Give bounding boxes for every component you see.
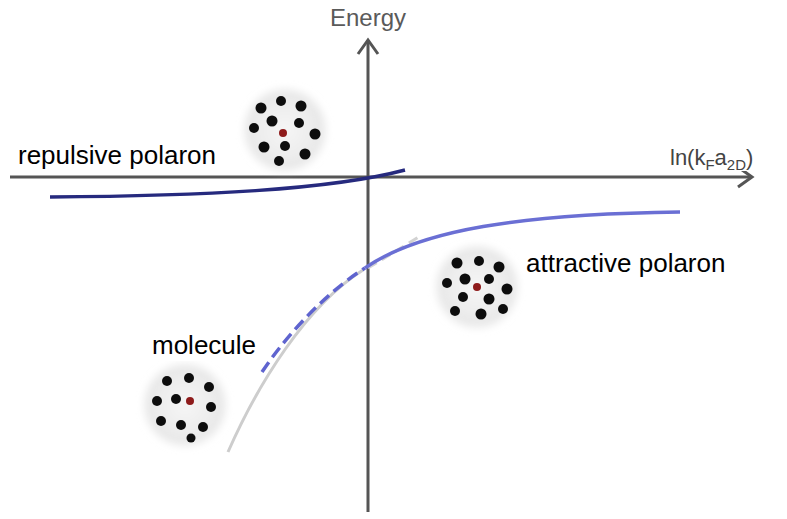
repulsive-polaron-curve xyxy=(50,170,405,197)
fermion-dot xyxy=(204,382,214,392)
impurity-dot xyxy=(186,397,194,405)
fermion-dot xyxy=(249,123,259,133)
branch-label: repulsive polaron xyxy=(16,140,218,171)
fermion-dot xyxy=(442,278,452,288)
cloud-halo xyxy=(145,365,225,445)
axis-arrowhead xyxy=(358,40,378,54)
energy-axis xyxy=(367,40,370,512)
text-part: ln(k xyxy=(670,145,705,170)
fermion-dot xyxy=(267,116,278,127)
fermion-dot xyxy=(152,396,162,406)
fermion-dot xyxy=(484,294,495,305)
fermion-dots xyxy=(442,256,513,320)
fermion-dot xyxy=(276,96,286,106)
fermion-dot xyxy=(296,101,307,112)
fermion-dot xyxy=(494,262,505,273)
fermion-dot xyxy=(310,129,321,140)
fermion-dot xyxy=(460,274,471,285)
text-part: 2D xyxy=(727,156,746,173)
fermion-dot xyxy=(502,284,513,295)
fermion-dot xyxy=(156,416,166,426)
cloud-halo xyxy=(437,247,517,327)
fermion-dot xyxy=(184,373,194,383)
impurity-cloud xyxy=(145,365,225,445)
fermion-dot xyxy=(450,306,460,316)
branch-label: attractive polaron xyxy=(524,248,727,279)
impurity-cloud xyxy=(245,90,325,170)
fermion-dots xyxy=(249,96,321,166)
branch-label: molecule xyxy=(150,330,258,361)
axis-title: Energy xyxy=(328,4,408,33)
fermion-dot xyxy=(280,141,290,151)
fermion-dot xyxy=(259,142,270,153)
fermion-dot xyxy=(162,376,172,386)
fermion-dot xyxy=(274,156,284,166)
fermion-dot xyxy=(171,394,181,404)
fermion-dot xyxy=(206,402,216,412)
text-part: ) xyxy=(746,145,753,170)
impurity-dot xyxy=(279,129,287,137)
text-part: a xyxy=(715,145,727,170)
fermion-dot xyxy=(294,118,304,128)
fermion-dot xyxy=(176,420,186,430)
fermion-dot xyxy=(300,149,311,160)
fermion-dot xyxy=(187,434,196,443)
fermion-dot xyxy=(484,274,494,284)
axis-title: ln(kFa2D) xyxy=(668,145,755,171)
fermion-dot xyxy=(198,422,208,432)
impurity-dot xyxy=(473,283,481,291)
fermion-dot xyxy=(458,292,468,302)
attractive-curve-dashed xyxy=(262,268,365,372)
cloud-halo xyxy=(245,90,325,170)
fermion-dot xyxy=(474,256,484,266)
fermion-dots xyxy=(152,373,216,443)
fermion-dot xyxy=(256,103,267,114)
impurity-cloud xyxy=(437,247,517,327)
fermion-dot xyxy=(476,309,487,320)
fermion-dot xyxy=(452,258,463,269)
text-part: F xyxy=(705,156,714,173)
fermion-dot xyxy=(498,304,508,314)
